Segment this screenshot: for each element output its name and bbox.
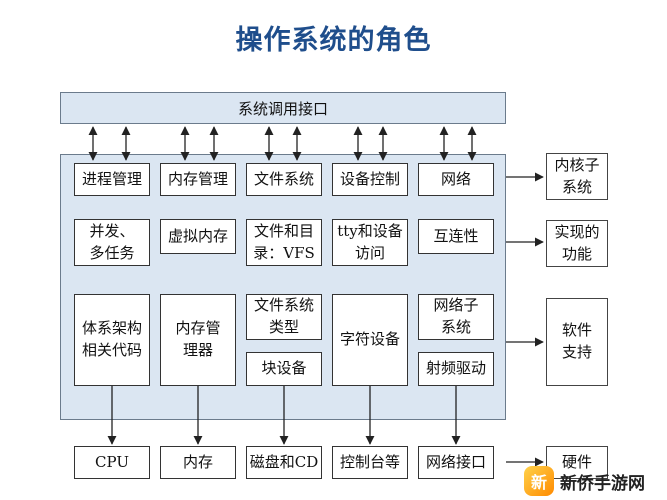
diagram-title: 操作系统的角色	[235, 25, 432, 56]
box-net-interface: 网络接口	[418, 446, 494, 479]
box-arch-code: 体系架构 相关代码	[74, 294, 150, 386]
box-concurrency: 并发、 多任务	[74, 219, 150, 266]
legend-implemented-function: 实现的 功能	[546, 220, 608, 267]
box-disk-cd: 磁盘和CD	[246, 446, 322, 479]
box-memory-mgmt: 内存管理	[160, 163, 236, 196]
logo-badge-icon: 新	[524, 466, 554, 496]
box-net-subsystem: 网络子 系统	[418, 294, 494, 340]
box-vfs: 文件和目 录：VFS	[246, 219, 322, 266]
box-virtual-memory: 虚拟内存	[160, 219, 236, 254]
box-block-device: 块设备	[246, 352, 322, 386]
box-process-mgmt: 进程管理	[74, 163, 150, 196]
box-rf-driver: 射频驱动	[418, 352, 494, 386]
logo-text: 新侨手游网	[560, 473, 645, 494]
legend-hardware: 硬件	[546, 446, 608, 479]
box-memory: 内存	[160, 446, 236, 479]
box-connectivity: 互连性	[418, 219, 494, 254]
legend-kernel-subsystem: 内核子 系统	[546, 153, 608, 200]
box-cpu: CPU	[74, 446, 150, 479]
box-network: 网络	[418, 163, 494, 196]
box-tty-access: tty和设备 访问	[332, 219, 408, 266]
syscall-interface-bar: 系统调用接口	[60, 92, 506, 124]
site-logo: 新 新侨手游网	[524, 462, 667, 500]
box-file-system: 文件系统	[246, 163, 322, 196]
box-char-device: 字符设备	[332, 294, 408, 386]
box-console: 控制台等	[332, 446, 408, 479]
legend-software-support: 软件 支持	[546, 298, 608, 386]
box-device-control: 设备控制	[332, 163, 408, 196]
box-memory-manager: 内存管 理器	[160, 294, 236, 386]
box-fs-types: 文件系统 类型	[246, 294, 322, 340]
